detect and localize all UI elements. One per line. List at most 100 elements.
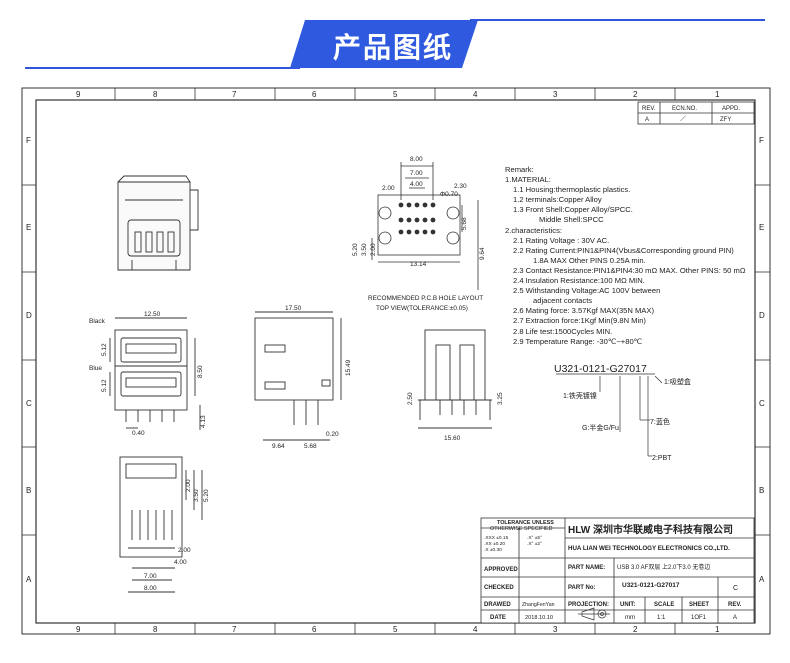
remark-line: 2.7 Extraction force:1Kgf Min(9.8N Min): [513, 316, 646, 326]
dim-text: 4.00: [174, 559, 187, 566]
code-color: 7:蓝色: [650, 417, 670, 426]
inner-border: [35, 99, 756, 624]
column-ticks: [22, 88, 770, 634]
dim-text: 2.30: [454, 183, 467, 190]
side-view: [254, 311, 342, 441]
dim-text: 17.50: [285, 305, 302, 312]
col-label: 6: [312, 625, 317, 634]
appd-header: APPD.: [722, 106, 740, 112]
part-name-value: USB 3.0 AF双层 上2.0下3.0 无卷边: [617, 563, 710, 571]
column-markers-top: 9 8 7 6 5 4 3 2 1: [76, 90, 720, 99]
bottom-view-labels: 2.00 3.50 5.20 2.00 4.00 7.00 8.00: [144, 479, 210, 592]
dim-text: 0.40: [132, 430, 145, 437]
dim-text: 9.64: [479, 247, 486, 260]
row-markers-left: F E D C B A: [26, 136, 32, 584]
dim-text: 15.60: [444, 435, 461, 442]
front-view-labels: 12.50 5.12 8.50 5.12 0.40 4.13 Black Blu…: [89, 311, 207, 437]
col-label: 4: [473, 625, 478, 634]
col-label: 3: [553, 90, 558, 99]
scale-value: 1:1: [657, 615, 666, 621]
rev-header: REV.: [642, 106, 656, 112]
rev-label: REV.: [728, 602, 742, 608]
row-label: E: [26, 223, 31, 232]
revision-block: REV. ECN.NO. APPD. A ／ ZFY: [637, 101, 755, 125]
code-material: 2:PBT: [652, 455, 672, 462]
part-code-breakdown: U321-0121-G27017 1:铁壳镀镍 1:吸塑盒 G:半金G/Fu 7…: [554, 363, 691, 462]
col-label: 7: [232, 625, 237, 634]
col-label: 1: [715, 625, 720, 634]
dim-text: 4.13: [200, 415, 207, 428]
dim-text: 2.00: [185, 479, 192, 492]
dim-text: 5.12: [101, 379, 108, 392]
remark-line: 2.characteristics:: [505, 225, 562, 235]
ecn-value: ／: [680, 116, 686, 123]
remark-line: Remark:: [505, 165, 534, 174]
company-logo: HLW: [568, 525, 591, 536]
remark-line: 1.2 terminals:Copper Alloy: [513, 195, 602, 205]
row-label: E: [759, 223, 764, 232]
col-label: 4: [473, 90, 478, 99]
code-shell-plating: 1:铁壳镀镍: [563, 391, 597, 400]
unit-label: UNIT:: [620, 602, 635, 608]
banner-title: 产品图纸: [332, 31, 453, 64]
row-label: F: [759, 136, 764, 145]
pcb-hole-layout: [371, 162, 479, 290]
drawed-label: DRAWED: [484, 602, 511, 608]
row-label: C: [26, 399, 32, 408]
banner-graphic: [25, 19, 765, 69]
row-markers-right: F E D C B A: [759, 136, 765, 584]
scale-label: SCALE: [654, 602, 674, 608]
col-label: 5: [393, 625, 398, 634]
title-block-text: TOLERANCE UNLESS OTHERWISE SPECIFIED .XX…: [484, 520, 742, 621]
pcb-caption-line1: RECOMMENDED P.C.B HOLE LAYOUT: [368, 295, 483, 302]
remark-line: 1.8A MAX Other PINS 0.25A min.: [533, 255, 646, 265]
dim-text: 5.20: [352, 243, 359, 256]
pcb-dimensions: 8.00 7.00 4.00 2.00 2.30 Φ0.70 5.68 5.20…: [352, 156, 486, 312]
sheet-label: SHEET: [689, 602, 709, 608]
part-no-label: PART No:: [568, 585, 596, 591]
front-view: [109, 317, 201, 430]
remark-line: adjacent contacts: [533, 296, 593, 306]
dim-text: 2.00: [370, 243, 377, 256]
part-name-label: PART NAME:: [568, 565, 605, 571]
ecn-header: ECN.NO.: [672, 106, 697, 112]
dim-text: 5.20: [203, 489, 210, 502]
part-code: U321-0121-G27017: [554, 363, 647, 375]
row-label: B: [759, 486, 764, 495]
dim-text: 5.68: [304, 443, 317, 450]
tolerance-subtitle: OTHERWISE SPECIFIED: [490, 526, 553, 532]
row-label: F: [26, 136, 31, 145]
dim-text: 4.00: [410, 181, 423, 188]
tolerance-2: .XX ±0.20: [484, 541, 505, 547]
date-label: DATE: [490, 615, 506, 621]
drawer-name: ZhangFenYan: [522, 602, 555, 608]
sheet-value: 1OF1: [691, 615, 707, 621]
dim-text: 2.50: [407, 392, 414, 405]
col-label: 9: [76, 90, 81, 99]
dim-text: 13.14: [410, 261, 427, 268]
rear-view-labels: 2.50 3.25 15.60: [407, 392, 504, 442]
remarks-notes: Remark: 1.MATERIAL: 1.1 Housing:thermopl…: [505, 165, 775, 347]
dim-text: 7.00: [410, 170, 423, 177]
projection-label: PROJECTION:: [568, 602, 609, 608]
dim-text: 8.50: [197, 365, 204, 378]
remark-line: 2.4 Insulation Resistance:100 MΩ MIN.: [513, 276, 645, 286]
dim-text: Φ0.70: [440, 191, 458, 198]
row-label: A: [26, 575, 32, 584]
dim-text: 7.00: [144, 573, 157, 580]
outer-border: [21, 87, 771, 635]
rev-value-final: A: [733, 615, 737, 621]
angle-tolerance-2: .X° ±2°: [527, 541, 542, 547]
dim-text: 5.12: [101, 343, 108, 356]
rev-value: A: [645, 117, 649, 123]
part-rev-c: C: [733, 585, 738, 592]
page-banner: 产品图纸: [0, 0, 790, 80]
remark-line: 1.MATERIAL:: [505, 175, 551, 185]
col-label: 2: [633, 90, 638, 99]
remark-line: 2.1 Rating Voltage : 30V AC.: [513, 235, 610, 245]
bottom-view: [119, 456, 203, 593]
part-no-value: U321-0121-G27017: [622, 582, 680, 589]
remark-line: 2.6 Mating force: 3.57Kgf MAX(35N MAX): [513, 306, 654, 316]
remark-line: 2.2 Rating Current:PIN1&PIN4(Vbus&Corres…: [513, 245, 734, 255]
dim-text: 5.68: [461, 217, 468, 230]
